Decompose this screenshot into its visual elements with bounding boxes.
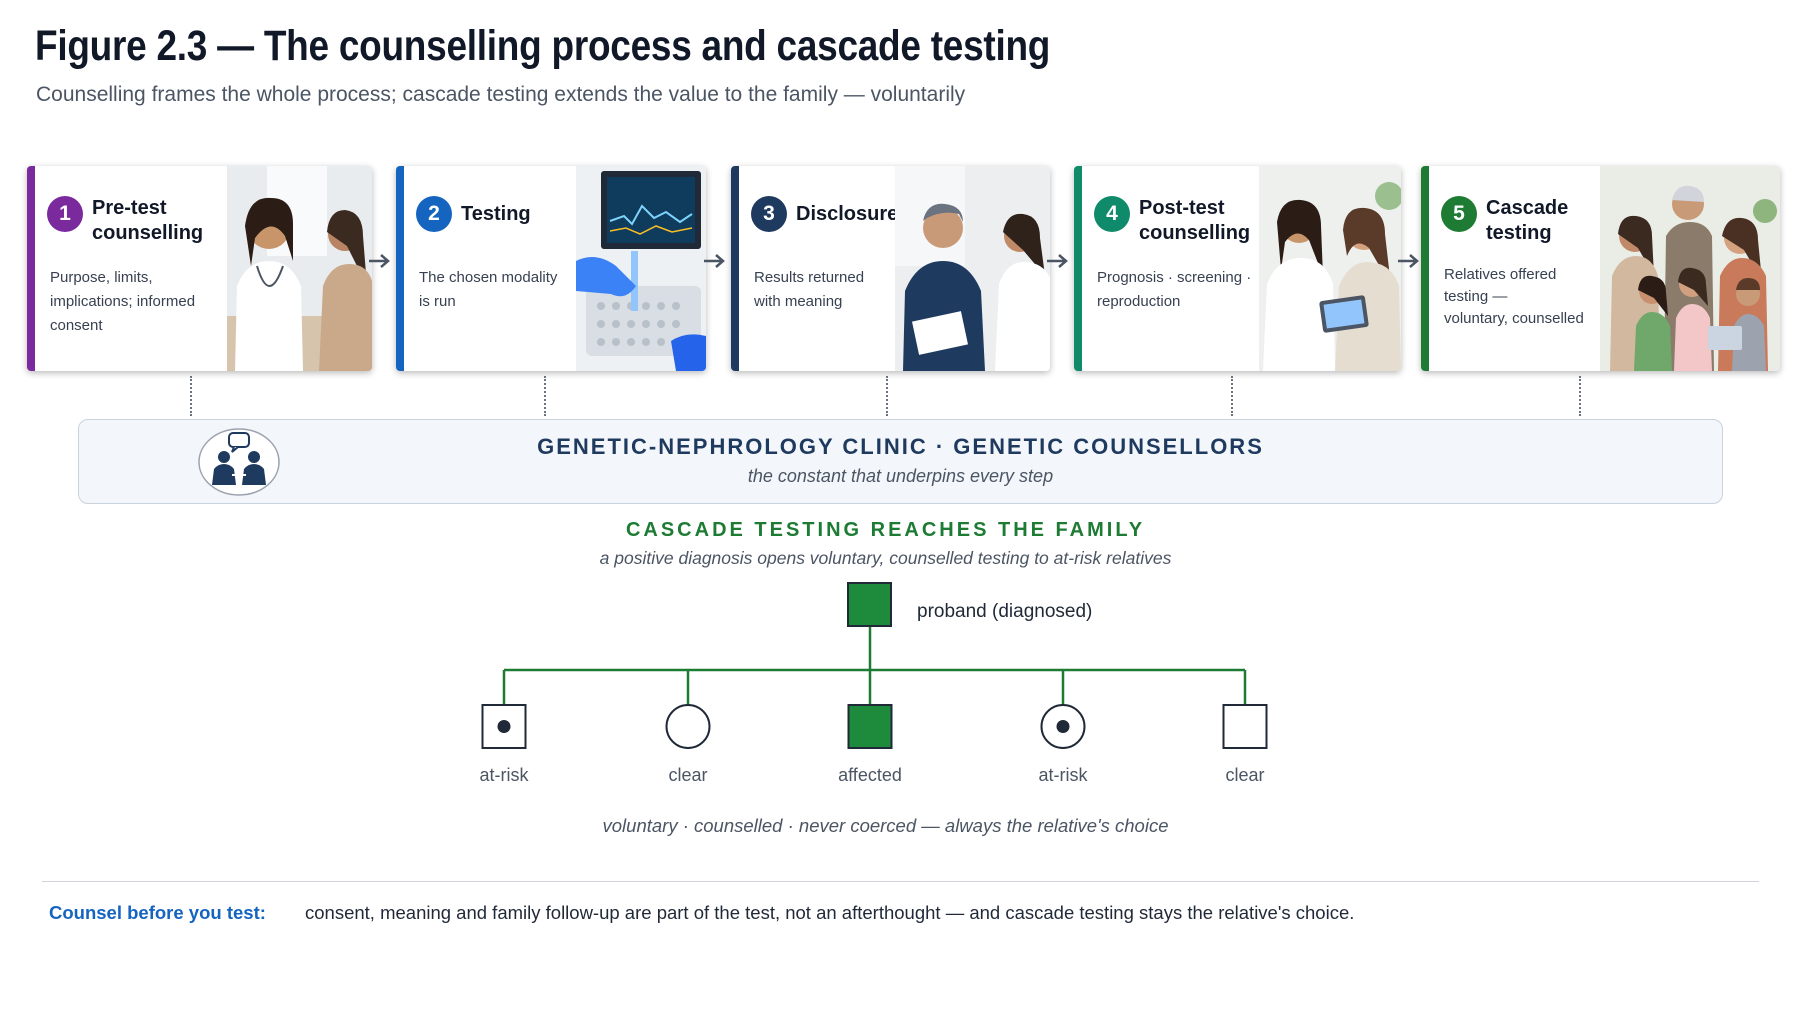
cascade-title: CASCADE TESTING REACHES THE FAMILY (625, 519, 1146, 541)
clinic-banner: GENETIC-NEPHROLOGY CLINIC · GENETIC COUN… (78, 419, 1723, 504)
relative-label: at-risk (479, 765, 529, 785)
relative-label: clear (668, 765, 708, 785)
photo-doctor-consultation (227, 166, 372, 371)
relative-clear-circle (665, 704, 711, 749)
arrow-right-icon (369, 254, 390, 268)
step-card-post-test: 4 Post-test counselling Prognosis · scre… (1074, 166, 1401, 371)
relative-label: affected (838, 765, 902, 785)
photo-lab-testing (576, 166, 706, 371)
connector-line (1579, 376, 1581, 416)
step-description-text: Relatives offered testing — voluntary, c… (1444, 266, 1584, 327)
step-number-badge: 3 (751, 196, 787, 232)
divider (42, 881, 1759, 882)
relative-clear-square (1222, 704, 1268, 749)
pedigree-chart (481, 582, 1268, 749)
figure-subtitle: Counselling frames the whole process; ca… (36, 83, 966, 106)
connector-line (1231, 376, 1233, 416)
step-description: The chosen modality is run (419, 266, 557, 314)
step-description-text: Prognosis · screening · reproduction (1097, 269, 1252, 310)
connector-line (190, 376, 192, 416)
footer-text: consent, meaning and family follow-up ar… (305, 902, 1355, 923)
arrow-right-icon (1047, 254, 1068, 268)
step-title: Cascade testing (1486, 197, 1569, 244)
photo-post-test-discussion (1259, 166, 1401, 371)
arrow-right-icon (1398, 254, 1419, 268)
footer-label: Counsel before you test: (49, 902, 266, 923)
carrier-dot (1056, 720, 1070, 733)
figure-title: Figure 2.3 — The counselling process and… (35, 22, 1051, 70)
proband-square (847, 582, 892, 627)
step-number-badge: 1 (47, 196, 83, 232)
counsellor-pair-icon (198, 428, 280, 496)
step-card-disclosure: 3 Disclosure Results returned with meani… (731, 166, 1050, 371)
step-description: Relatives offered testing — voluntary, c… (1444, 264, 1584, 330)
step-description: Results returned with meaning (754, 266, 864, 314)
arrow-right-icon (704, 254, 725, 268)
step-title: Disclosure (796, 203, 899, 225)
photo-results-disclosure (895, 166, 1050, 371)
step-card-pre-test: 1 Pre-test counselling Purpose, limits, … (27, 166, 372, 371)
connector-line (544, 376, 546, 416)
cascade-subtitle: a positive diagnosis opens voluntary, co… (599, 548, 1172, 568)
step-description-text: Results returned with meaning (754, 269, 865, 310)
cascade-motto: voluntary · counselled · never coerced —… (602, 815, 1169, 836)
carrier-dot (497, 720, 511, 733)
clinic-title: GENETIC-NEPHROLOGY CLINIC · GENETIC COUN… (537, 434, 1264, 459)
step-card-cascade: 5 Cascade testing Relatives offered test… (1421, 166, 1780, 371)
step-title: Testing (461, 203, 531, 225)
step-description-text: Purpose, limits, implications; informed … (50, 269, 196, 334)
pedigree-relatives (481, 704, 1268, 749)
proband-label: proband (diagnosed) (917, 601, 1093, 622)
photo-family-group (1600, 166, 1780, 371)
step-card-testing: 2 Testing The chosen modality is run (396, 166, 706, 371)
step-number-badge: 5 (1441, 196, 1477, 232)
step-title: Pre-test counselling (92, 197, 204, 244)
step-description: Purpose, limits, implications; informed … (50, 266, 195, 338)
connector-line (886, 376, 888, 416)
relative-affected-square (847, 704, 893, 749)
step-title: Post-test counselling (1139, 197, 1251, 244)
clinic-subtitle: the constant that underpins every step (747, 466, 1054, 486)
relative-label: clear (1225, 765, 1265, 785)
step-number-badge: 2 (416, 196, 452, 232)
pedigree-lines (502, 626, 1247, 705)
step-description: Prognosis · screening · reproduction (1097, 266, 1251, 314)
relative-label: at-risk (1038, 765, 1088, 785)
step-number-badge: 4 (1094, 196, 1130, 232)
step-description-text: The chosen modality is run (419, 269, 558, 310)
